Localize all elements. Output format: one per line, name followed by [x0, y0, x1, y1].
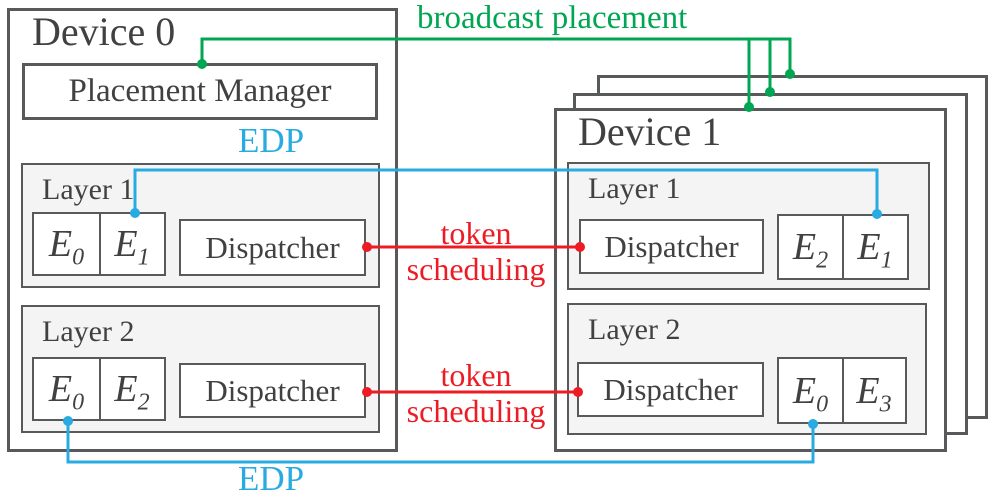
expert-label: E1: [114, 223, 150, 271]
device0-layer2-box: Layer 2 E0 E2 Dispatcher: [21, 305, 380, 433]
device1-layer2-label: Layer 2: [588, 313, 681, 346]
device0-box: Device 0 Placement Manager Layer 1 E0 E1…: [7, 8, 398, 452]
device1-layer1-dispatcher-box: Dispatcher: [579, 219, 764, 274]
device0-layer2-experts: E0 E2: [32, 357, 166, 421]
device0-layer1-label: Layer 1: [42, 173, 135, 206]
expert-label: E2: [114, 368, 150, 416]
dispatcher-label: Dispatcher: [205, 229, 340, 265]
expert-box: E0: [32, 357, 101, 421]
expert-box: E2: [777, 214, 844, 280]
device0-title: Device 0: [32, 9, 176, 54]
expert-box: E1: [98, 212, 166, 276]
expert-box: E0: [777, 357, 844, 424]
device1-layer1-box: Layer 1 Dispatcher E2 E1: [567, 162, 930, 290]
expert-label: E0: [48, 368, 85, 416]
expert-box: E3: [841, 357, 907, 424]
expert-box: E0: [32, 212, 101, 276]
placement-manager-box: Placement Manager: [22, 63, 378, 120]
device0-layer2-dispatcher-box: Dispatcher: [179, 363, 366, 418]
placement-manager-label: Placement Manager: [68, 73, 332, 109]
expert-label: E1: [857, 226, 893, 274]
device1-layer2-experts: E0 E3: [777, 357, 907, 424]
device1-layer2-box: Layer 2 Dispatcher E0 E3: [567, 303, 927, 435]
device0-layer1-experts: E0 E1: [32, 212, 166, 276]
device1-layer2-dispatcher-box: Dispatcher: [577, 362, 764, 417]
expert-label: E0: [792, 369, 829, 418]
device1-box: Device 1 Layer 1 Dispatcher E2 E1 Layer …: [554, 108, 947, 452]
device1-layer1-label: Layer 1: [588, 172, 681, 205]
dispatcher-label: Dispatcher: [603, 371, 738, 407]
expert-box: E1: [841, 214, 909, 280]
device0-layer1-box: Layer 1 E0 E1 Dispatcher: [21, 163, 380, 288]
expert-label: E3: [856, 369, 892, 418]
device1-layer1-experts: E2 E1: [777, 214, 909, 280]
edp-top-label: EDP: [238, 121, 305, 160]
dispatcher-label: Dispatcher: [205, 372, 340, 408]
expert-label: E2: [792, 226, 829, 274]
broadcast-placement-label: broadcast placement: [417, 0, 688, 36]
edp-bottom-label: EDP: [238, 459, 305, 498]
expert-box: E2: [98, 357, 166, 421]
token-scheduling-bottom-label: token scheduling: [406, 357, 546, 429]
device0-layer1-dispatcher-box: Dispatcher: [179, 219, 366, 276]
expert-label: E0: [48, 223, 85, 271]
device1-title: Device 1: [578, 109, 722, 154]
token-scheduling-top-label: token scheduling: [406, 215, 546, 287]
dispatcher-label: Dispatcher: [604, 228, 739, 264]
device0-layer2-label: Layer 2: [42, 315, 135, 348]
